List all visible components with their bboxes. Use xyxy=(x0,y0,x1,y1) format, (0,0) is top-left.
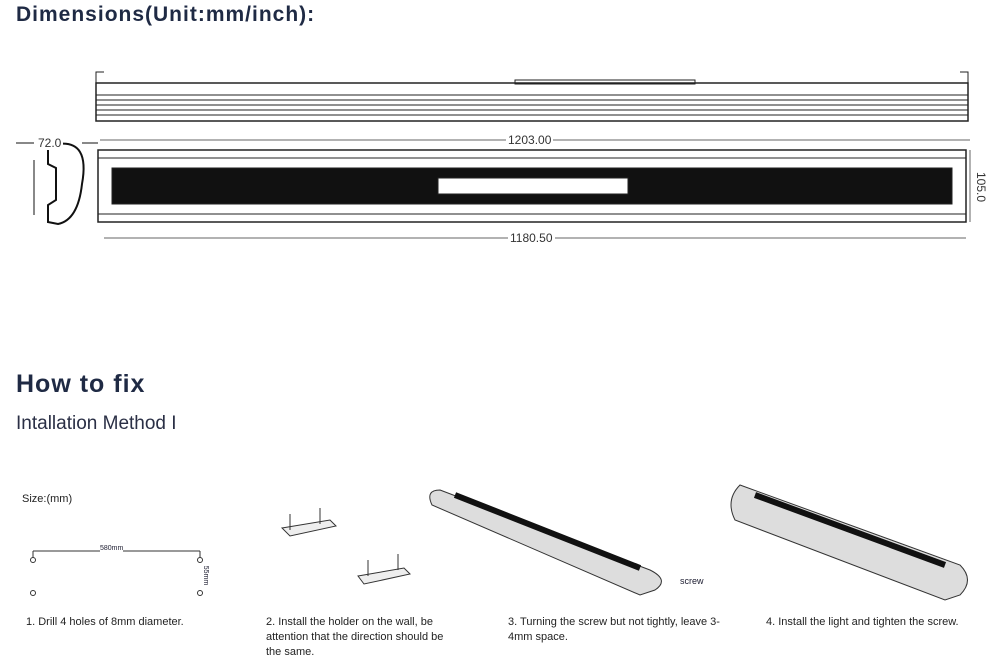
step-2: 2. Install the holder on the wall, be at… xyxy=(266,616,444,658)
screw-label: screw xyxy=(680,576,704,586)
end-view xyxy=(16,142,98,226)
height-label: 105.0 xyxy=(974,169,989,205)
light-illustration-step3 xyxy=(429,489,662,596)
dimensions-title: Dimensions(Unit:mm/inch): xyxy=(16,3,316,26)
hole-spacing-label: 580mm xyxy=(100,545,124,552)
how-to-fix-title: How to fix xyxy=(16,370,146,398)
body-length-label: 1180.50 xyxy=(508,231,555,245)
step-4: 4. Install the light and tighten the scr… xyxy=(766,616,959,628)
size-label: Size:(mm) xyxy=(22,493,73,505)
holder-illustrations xyxy=(280,508,412,585)
side-view xyxy=(95,71,969,122)
step-1: 1. Drill 4 holes of 8mm diameter. xyxy=(26,616,184,628)
hole-diagram xyxy=(30,550,203,596)
hole-vertical-label: 55mm xyxy=(202,565,210,586)
light-illustration-step4 xyxy=(730,484,968,601)
end-width-label: 72.0 xyxy=(36,136,64,150)
top-view xyxy=(97,139,971,239)
method-subtitle: Intallation Method I xyxy=(16,413,177,434)
total-length-label: 1203.00 xyxy=(506,133,554,147)
step-3: 3. Turning the screw but not tightly, le… xyxy=(508,616,720,643)
